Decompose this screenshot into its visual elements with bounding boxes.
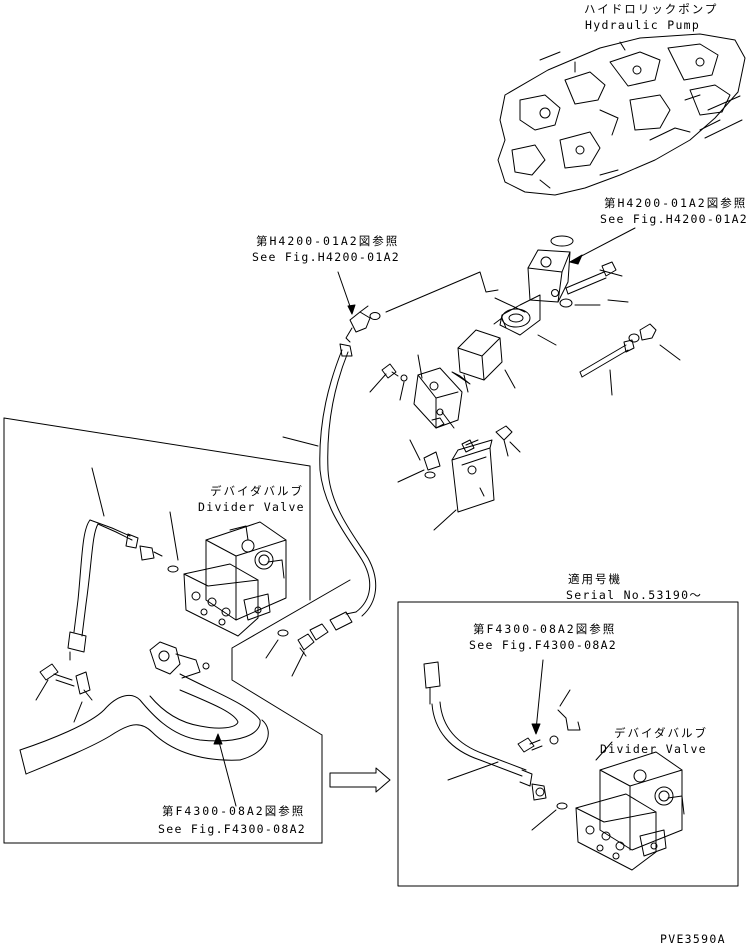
leader-o-ring-tube [170, 512, 178, 560]
o-ring-tube [168, 566, 178, 572]
elbow-fitting [346, 306, 370, 342]
spacer-block [458, 318, 506, 380]
right-callout-frame [398, 602, 738, 886]
ref-pointer-pipe [218, 738, 236, 806]
leader-tube [92, 468, 104, 516]
tube-left [68, 520, 162, 660]
leader-o-ring-right [532, 810, 556, 830]
mounting-block [414, 368, 462, 428]
tube-right [424, 662, 546, 800]
o-ring-hose [278, 630, 288, 636]
leader-hose-fitting [292, 652, 304, 676]
serial-en: Serial No.53190～ [566, 588, 703, 602]
hydraulic-pump [498, 34, 745, 195]
drawing-code: PVE3590A [660, 932, 726, 946]
hose-end-fitting [298, 624, 328, 656]
ref-h4200-right-en: See Fig.H4200-01A2 [600, 212, 749, 226]
leader-bolt-left [36, 680, 48, 700]
leader-divider-right [596, 742, 612, 760]
bolt-left-bracket [40, 664, 92, 700]
leader-tube-right [448, 762, 498, 780]
bracket [452, 440, 494, 512]
left-callout-frame [4, 418, 350, 843]
ref-f4300-right-jp: 第F4300-08A2図参照 [473, 622, 617, 636]
connector-line [386, 272, 498, 312]
divider-right-en: Divider Valve [600, 742, 707, 756]
ref-h4200-right-jp: 第H4200-01A2図参照 [604, 196, 748, 210]
flange-bolts [552, 262, 657, 377]
ref-f4300-left-jp: 第F4300-08A2図参照 [162, 804, 306, 818]
divider-valve-right [576, 752, 684, 870]
flange-elbow [500, 250, 570, 335]
transition-arrow [330, 768, 390, 792]
key-pin [452, 372, 470, 384]
bolt-right [518, 736, 558, 752]
o-ring-elbow [370, 313, 380, 320]
divider-valve-left [184, 522, 286, 636]
small-o-ring [401, 375, 407, 381]
ref-pointer-sensor [536, 660, 543, 730]
leader-lines-pump [370, 270, 680, 530]
ref-h4200-left-jp: 第H4200-01A2図参照 [256, 234, 400, 248]
leader-bracket-left [74, 702, 82, 722]
ref-f4300-left-en: See Fig.F4300-08A2 [158, 822, 307, 836]
ref-h4200-left-en: See Fig.H4200-01A2 [252, 250, 401, 264]
divider-left-jp: デバイダバルブ [210, 484, 305, 498]
divider-right-jp: デバイダバルブ [614, 726, 709, 740]
serial-jp: 適用号機 [568, 572, 622, 586]
ref-f4300-right-en: See Fig.F4300-08A2 [469, 638, 618, 652]
pump-label-en: Hydraulic Pump [585, 18, 701, 32]
bolt-left-small [382, 364, 398, 378]
o-ring-right [557, 803, 567, 809]
divider-left-en: Divider Valve [198, 500, 305, 514]
pipe-left [20, 642, 268, 774]
pump-label-jp: ハイドロリックポンプ [584, 2, 719, 16]
o-ring-pump [551, 236, 573, 246]
bracket-bolts [424, 426, 512, 478]
clamp-right [558, 690, 580, 730]
hose [320, 344, 376, 630]
leader-o-ring [266, 640, 278, 658]
